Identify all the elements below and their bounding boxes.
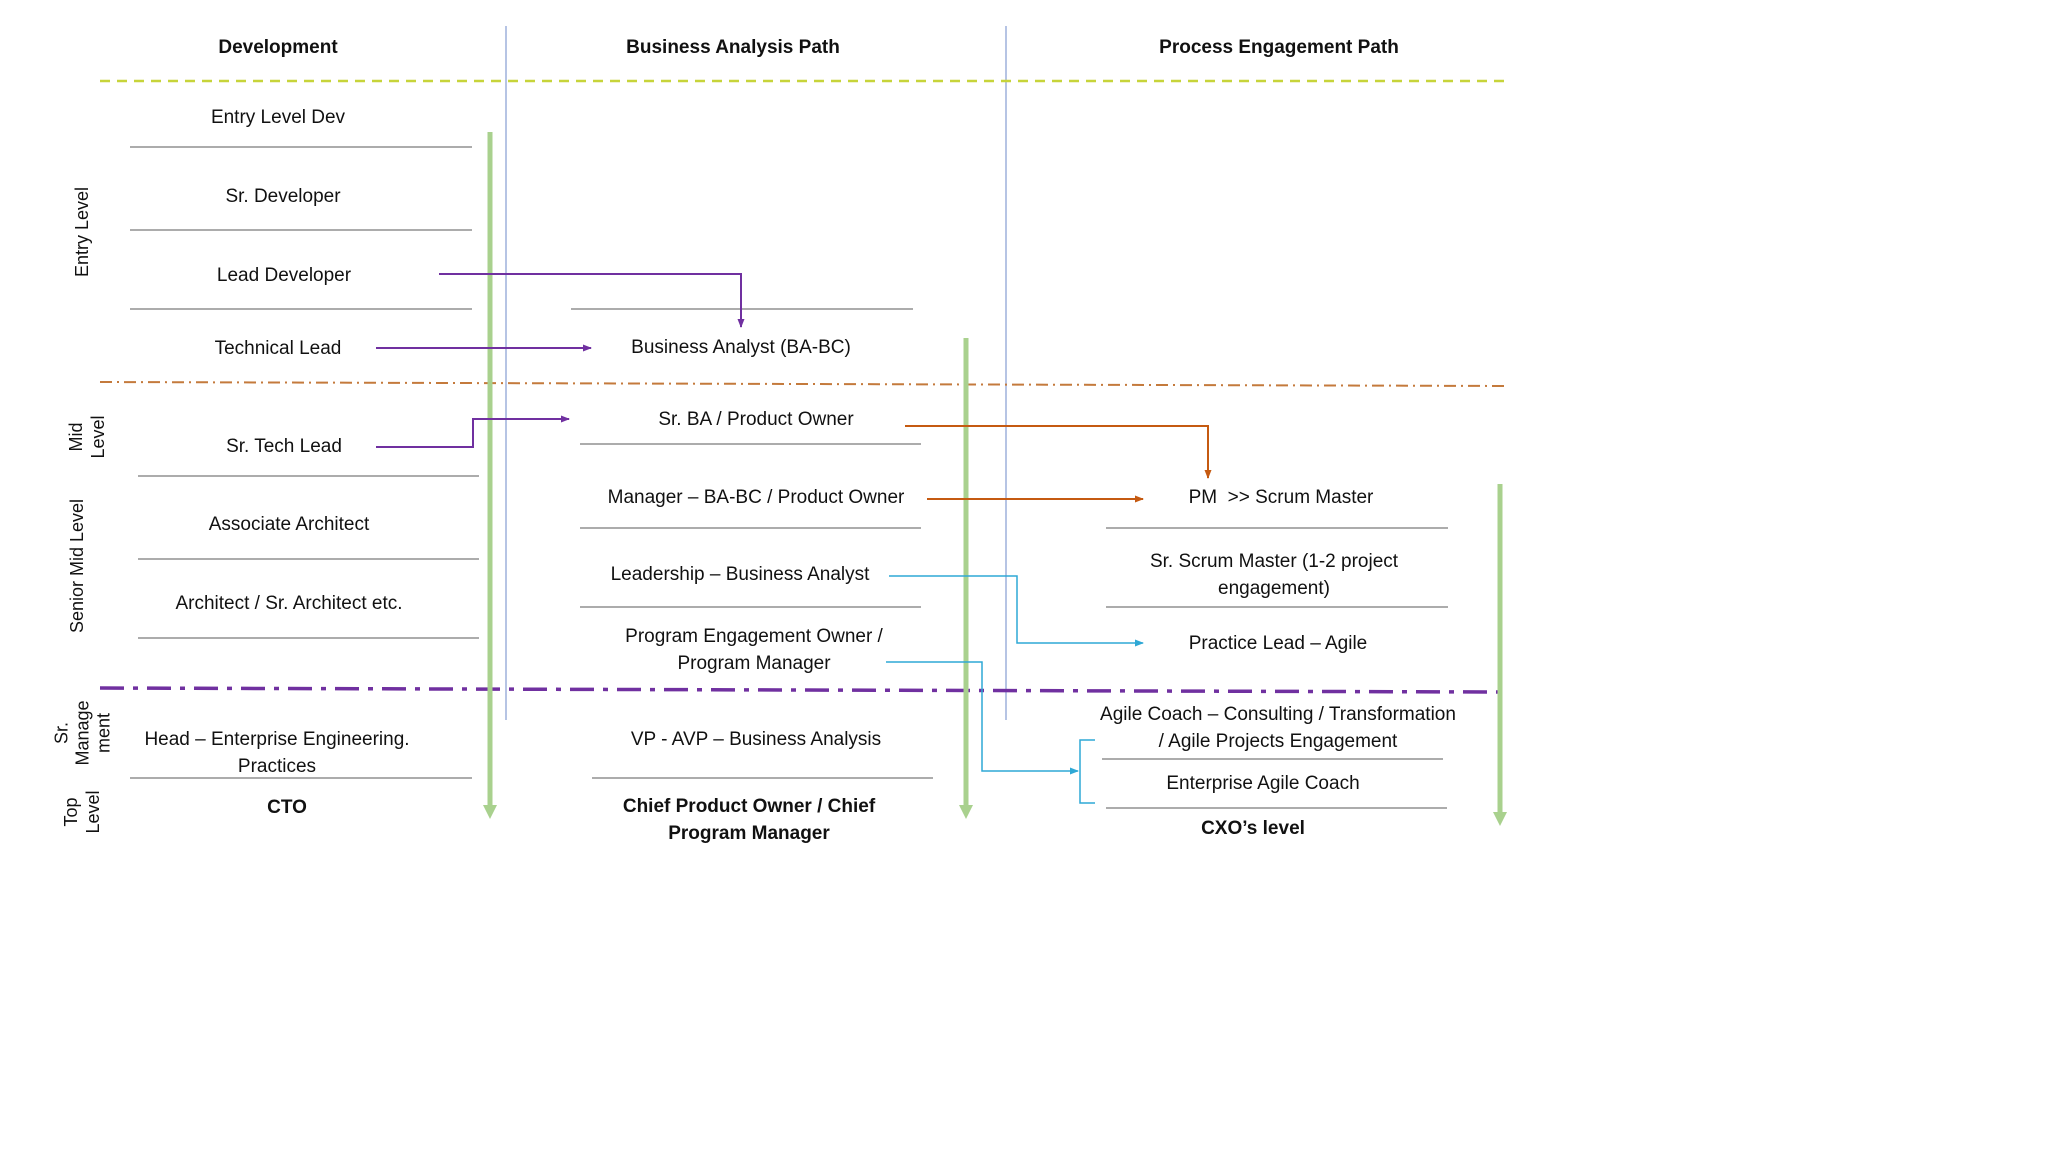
role-vp-avp-business-analysis: VP - AVP – Business Analysis: [630, 729, 882, 750]
role-leadership-business-analyst: Leadership – Business Analyst: [610, 564, 870, 585]
header-development: Development: [218, 37, 338, 58]
level-label-entry: Entry Level: [72, 186, 92, 278]
career-path-diagram: [99, 26, 1509, 826]
management-separator: [99, 686, 1501, 694]
header-process-engagement: Process Engagement Path: [1159, 37, 1399, 58]
role-sr-ba-product-owner: Sr. BA / Product Owner: [658, 409, 854, 430]
level-label-senior-mid: Senior Mid Level: [67, 498, 87, 634]
business-analysis-row-rules: [571, 308, 933, 779]
role-cto: CTO: [267, 797, 307, 818]
header-business-analysis: Business Analysis Path: [626, 37, 840, 58]
role-associate-architect: Associate Architect: [208, 514, 370, 535]
entry-mid-separator: [99, 381, 1509, 387]
process-engagement-progress-arrowhead: [1493, 812, 1507, 826]
business-analysis-progress-arrowhead: [959, 805, 973, 819]
role-sr-developer: Sr. Developer: [225, 186, 341, 207]
role-cxo-level: CXO’s level: [1201, 818, 1305, 839]
role-sr-scrum-master: Sr. Scrum Master (1-2 project engagement…: [1149, 551, 1399, 599]
development-progress-arrowhead: [483, 805, 497, 819]
role-practice-lead-agile: Practice Lead – Agile: [1188, 633, 1368, 654]
agile-coach-bracket: [1079, 739, 1095, 804]
role-agile-coach: Agile Coach – Consulting / Transformatio…: [1100, 704, 1456, 752]
role-entry-level-dev: Entry Level Dev: [210, 107, 346, 128]
level-label-top: Top Level: [61, 790, 103, 834]
role-business-analyst: Business Analyst (BA-BC): [631, 337, 851, 358]
role-pm-scrum-master: PM >> Scrum Master: [1188, 487, 1374, 508]
role-architect: Architect / Sr. Architect etc.: [175, 593, 403, 614]
role-head-enterprise-engineering: Head – Enterprise Engineering. Practices: [144, 729, 410, 777]
role-manager-ba-product-owner: Manager – BA-BC / Product Owner: [607, 487, 905, 508]
program-owner-to-agile-coach-arrow: [886, 661, 1079, 775]
role-lead-developer: Lead Developer: [216, 265, 352, 286]
role-program-engagement-owner: Program Engagement Owner / Program Manag…: [625, 626, 883, 674]
process-engagement-row-rules: [1102, 527, 1448, 809]
leadership-ba-to-practice-lead-arrow: [889, 575, 1144, 647]
development-row-rules: [130, 146, 479, 779]
role-sr-tech-lead: Sr. Tech Lead: [226, 436, 342, 457]
level-label-mid: Mid Level: [66, 415, 108, 459]
role-technical-lead: Technical Lead: [214, 338, 342, 359]
sr-tech-lead-to-sr-ba-arrow: [376, 415, 570, 448]
sr-ba-to-pm-arrow: [905, 425, 1212, 479]
role-enterprise-agile-coach: Enterprise Agile Coach: [1166, 773, 1360, 794]
level-label-sr-management: Sr. Manage ment: [51, 700, 114, 766]
lead-developer-to-business-analyst-arrow: [439, 273, 745, 328]
role-chief-product-owner: Chief Product Owner / Chief Program Mana…: [622, 796, 876, 844]
